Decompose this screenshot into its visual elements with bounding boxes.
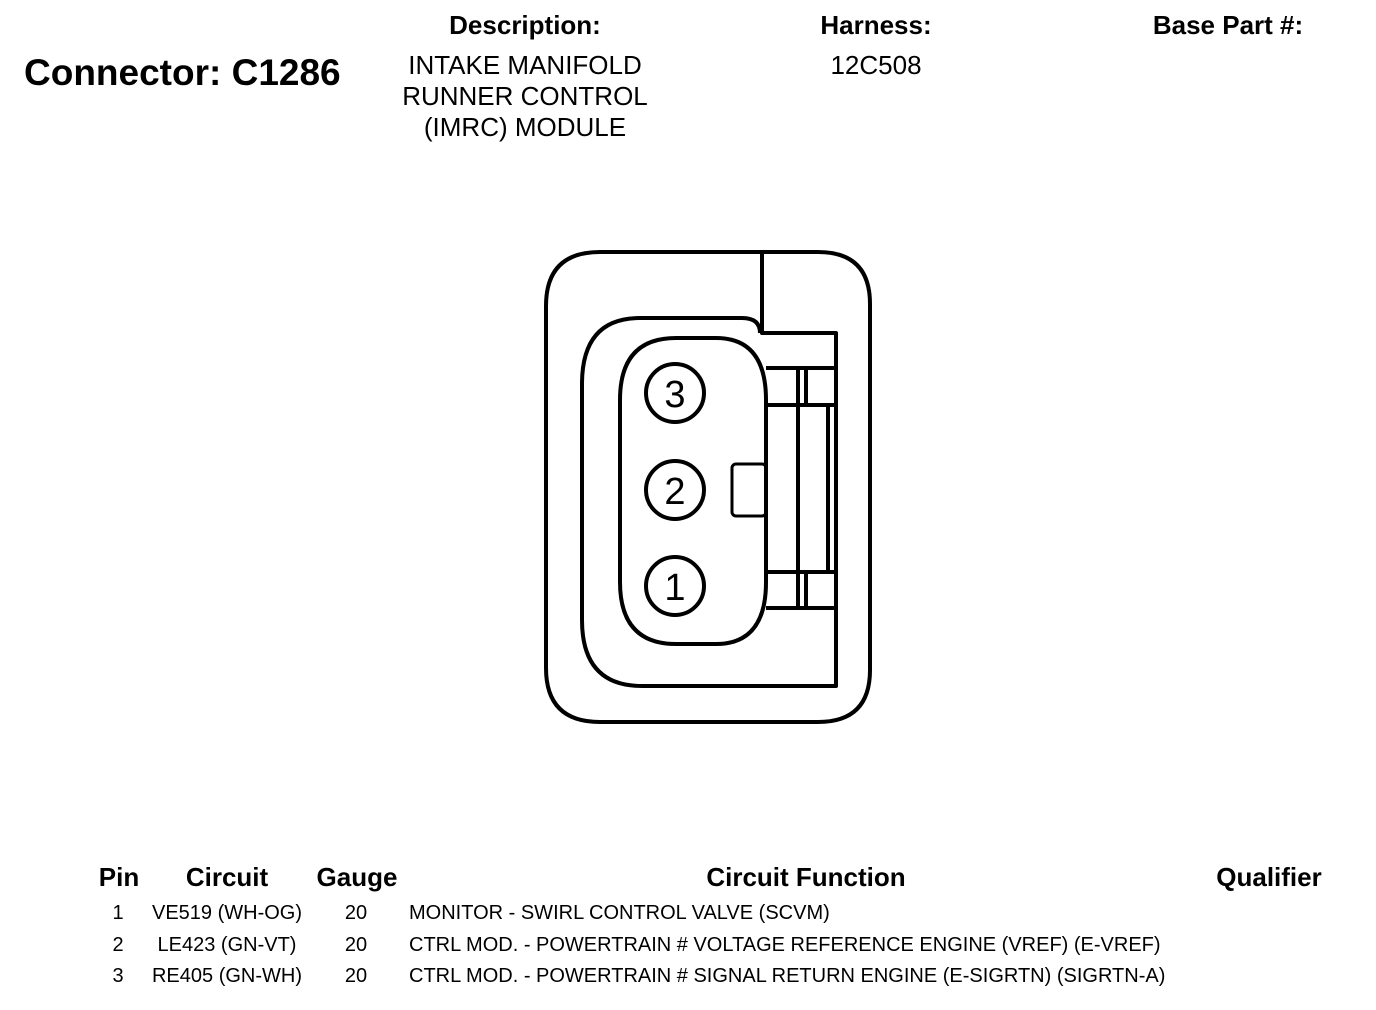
column-header-circuit: Circuit [185,862,269,892]
pin-number: 3 [112,965,124,987]
wire-gauge: 20 [344,933,368,956]
connector-outer-housing [544,250,872,724]
circuit-function: CTRL MOD. - POWERTRAIN # VOLTAGE REFEREN… [409,933,1161,956]
pin-label-1: 1 [664,567,685,609]
locking-latch [766,366,836,610]
pin-2-circle [644,459,706,521]
pin-label-3: 3 [664,374,685,416]
description-label: Description: [449,10,601,40]
table-row: 3 RE405 (GN-WH) 20 CTRL MOD. - POWERTRAI… [0,961,1376,993]
pin-table: 1 VE519 (WH-OG) 20 MONITOR - SWIRL CONTR… [0,898,1376,993]
column-header-qualifier: Qualifier [1216,862,1322,892]
description-line-1: INTAKE MANIFOLD [408,50,642,80]
description-line-2: RUNNER CONTROL [402,81,648,111]
pin-number: 1 [112,902,124,924]
harness-label: Harness: [820,10,932,40]
connector-inner-shell [580,252,838,688]
polarizing-tab [730,462,768,518]
column-header-gauge: Gauge [316,862,398,892]
pin-3-circle [644,362,706,424]
base-part-label: Base Part #: [1152,10,1304,40]
circuit-function: MONITOR - SWIRL CONTROL VALVE (SCVM) [409,902,830,924]
column-header-pin: Pin [98,862,140,892]
circuit-id: LE423 (GN-VT) [157,933,297,956]
description-line-3: (IMRC) MODULE [423,112,627,142]
circuit-id: RE405 (GN-WH) [151,965,302,987]
pin-number: 2 [112,933,124,956]
circuit-function: CTRL MOD. - POWERTRAIN # SIGNAL RETURN E… [409,965,1166,987]
table-row: 1 VE519 (WH-OG) 20 MONITOR - SWIRL CONTR… [0,898,1376,930]
table-row: 2 LE423 (GN-VT) 20 CTRL MOD. - POWERTRAI… [0,930,1376,962]
wire-gauge: 20 [344,902,368,924]
wire-gauge: 20 [344,965,368,987]
column-header-circuit-function: Circuit Function [706,862,906,892]
circuit-id: VE519 (WH-OG) [151,902,303,924]
pin-cavity [618,336,768,646]
harness-value: 12C508 [830,50,922,80]
description-text: INTAKE MANIFOLD RUNNER CONTROL (IMRC) MO… [380,50,670,143]
pin-1-circle [644,555,706,617]
connector-title: Connector: C1286 [24,52,341,93]
pin-label-2: 2 [664,471,685,513]
